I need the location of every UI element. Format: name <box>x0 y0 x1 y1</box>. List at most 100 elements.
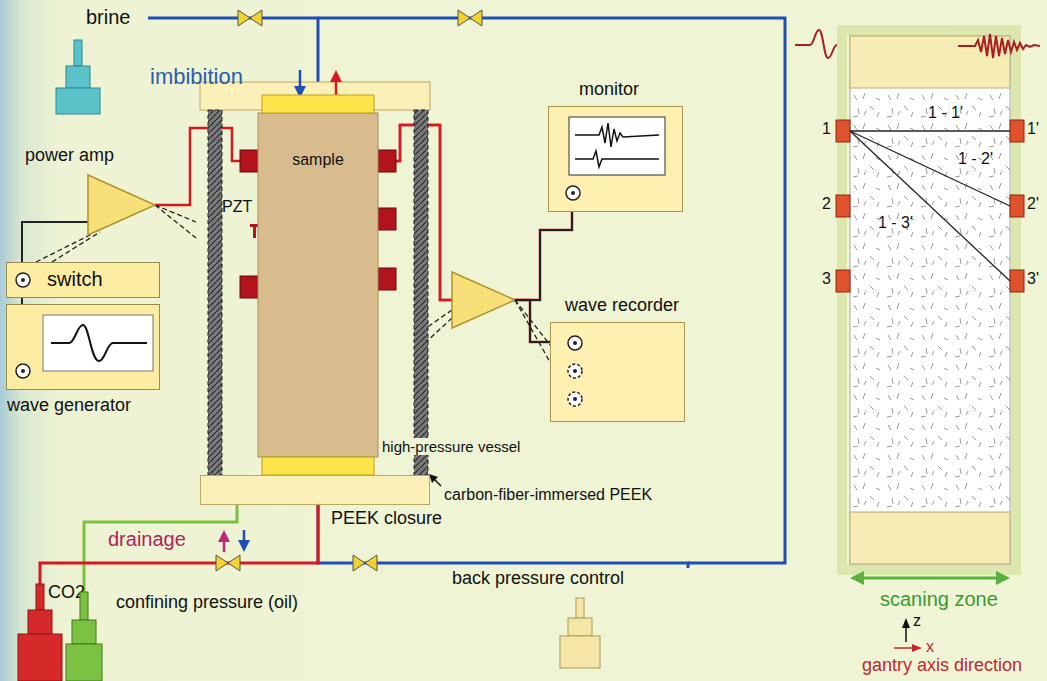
transducer-number: 3' <box>1027 270 1039 288</box>
receiver-amplifier <box>452 272 515 328</box>
flow-arrow <box>330 70 342 82</box>
pump-body <box>72 620 96 644</box>
node-label: wave recorder <box>565 295 679 316</box>
node-label: confining pressure (oil) <box>116 592 298 613</box>
node-label: power amp <box>25 145 114 166</box>
pump-body <box>568 618 592 636</box>
valve <box>238 10 250 26</box>
vessel-wall <box>414 110 428 475</box>
axis-label: x <box>926 638 934 656</box>
pzt-transducer <box>240 276 258 298</box>
knob-dot <box>573 369 577 373</box>
pzt-transducer <box>378 208 396 230</box>
scan-panel <box>795 30 1040 652</box>
receiver-cable <box>378 125 550 342</box>
knob-dot <box>21 278 25 282</box>
pzt-transducer <box>378 150 396 172</box>
node-label: sample <box>258 151 378 169</box>
part-label: high-pressure vessel <box>380 438 522 455</box>
scan-panel <box>836 120 850 142</box>
flow-arrow <box>299 70 302 88</box>
back-pressure-pump: back pressure control <box>452 568 714 668</box>
receiver-amplifier <box>426 310 452 328</box>
vessel-wall <box>208 110 428 475</box>
flow-label: imbibition <box>150 64 243 89</box>
vessel-wall <box>208 110 222 475</box>
knob <box>568 392 582 406</box>
node-label: wave generator <box>7 395 131 416</box>
pump-tip <box>74 40 82 66</box>
scan-panel <box>894 647 914 649</box>
waveform <box>51 325 147 361</box>
axis-label: z <box>913 612 921 630</box>
peek-closure: PEEK closure <box>200 475 430 505</box>
valve <box>365 555 377 571</box>
amplifier-triangle <box>88 175 155 235</box>
valve <box>458 10 470 26</box>
scan-panel <box>905 626 907 642</box>
zone-label: scaning zone <box>880 588 998 611</box>
node-label: monitor <box>579 79 639 100</box>
scan-panel <box>1010 195 1024 217</box>
receiver-cable <box>378 125 572 300</box>
part-label: PZT <box>222 198 252 216</box>
end-cap <box>262 457 374 475</box>
leader-arrow <box>429 474 441 486</box>
scan-panel <box>836 195 850 217</box>
node-label: PEEK closure <box>331 508 442 529</box>
signal-fan <box>155 205 196 238</box>
signal-fan <box>52 232 100 262</box>
knob-dot <box>21 369 25 373</box>
flow-arrow <box>238 540 250 552</box>
scan-panel <box>1010 120 1024 142</box>
pump-tip <box>80 592 88 620</box>
pump-base <box>18 634 62 681</box>
valve <box>216 555 228 571</box>
pump-body <box>66 66 90 88</box>
display-screen <box>43 315 153 371</box>
scan-panel <box>850 131 1010 206</box>
leader-arrow <box>429 474 438 483</box>
scan-panel <box>795 30 837 58</box>
knob <box>568 364 582 378</box>
transducer-number: 2' <box>1027 195 1039 213</box>
pump-base <box>66 644 102 681</box>
ray-path-label: 1 - 1' <box>928 104 963 122</box>
knob <box>566 186 580 200</box>
receiver-amplifier <box>530 300 550 342</box>
part-label: carbon-fiber-immersed PEEK <box>444 486 652 504</box>
sample-core <box>258 113 378 457</box>
knob-dot <box>573 341 577 345</box>
screen <box>569 117 665 175</box>
receiver-amplifier <box>515 212 572 300</box>
end-cap <box>262 95 374 113</box>
pump-tip <box>36 584 44 610</box>
scan-panel <box>912 644 922 652</box>
scan-panel <box>850 131 1010 281</box>
valve <box>250 10 262 26</box>
transducer-number: 1 <box>822 120 831 138</box>
trace <box>575 151 659 167</box>
scan-panel <box>850 130 1010 131</box>
monitor-box: monitor <box>548 106 683 212</box>
transducer-number: 2 <box>822 195 831 213</box>
scan-panel <box>902 618 910 628</box>
knob-dot <box>571 191 575 195</box>
scan-panel <box>850 36 1010 564</box>
wave-generator-box: wave generator <box>6 304 160 390</box>
source-cable <box>155 128 258 205</box>
transducer-number: 1' <box>1027 120 1039 138</box>
flow-label: drainage <box>108 528 186 551</box>
pzt-transducer <box>378 268 396 290</box>
axis-caption: gantry axis direction <box>862 655 1022 676</box>
scan-panel <box>996 571 1010 585</box>
pzt-transducer <box>253 224 256 238</box>
wave-recorder-box: wave recorder <box>550 322 685 422</box>
ray-path-label: 1 - 2' <box>958 150 993 168</box>
signal-fan <box>36 234 92 262</box>
pzt-transducer <box>240 150 258 172</box>
scan-panel <box>842 30 1016 570</box>
knob <box>16 273 30 287</box>
switch-box: switch <box>6 262 160 298</box>
